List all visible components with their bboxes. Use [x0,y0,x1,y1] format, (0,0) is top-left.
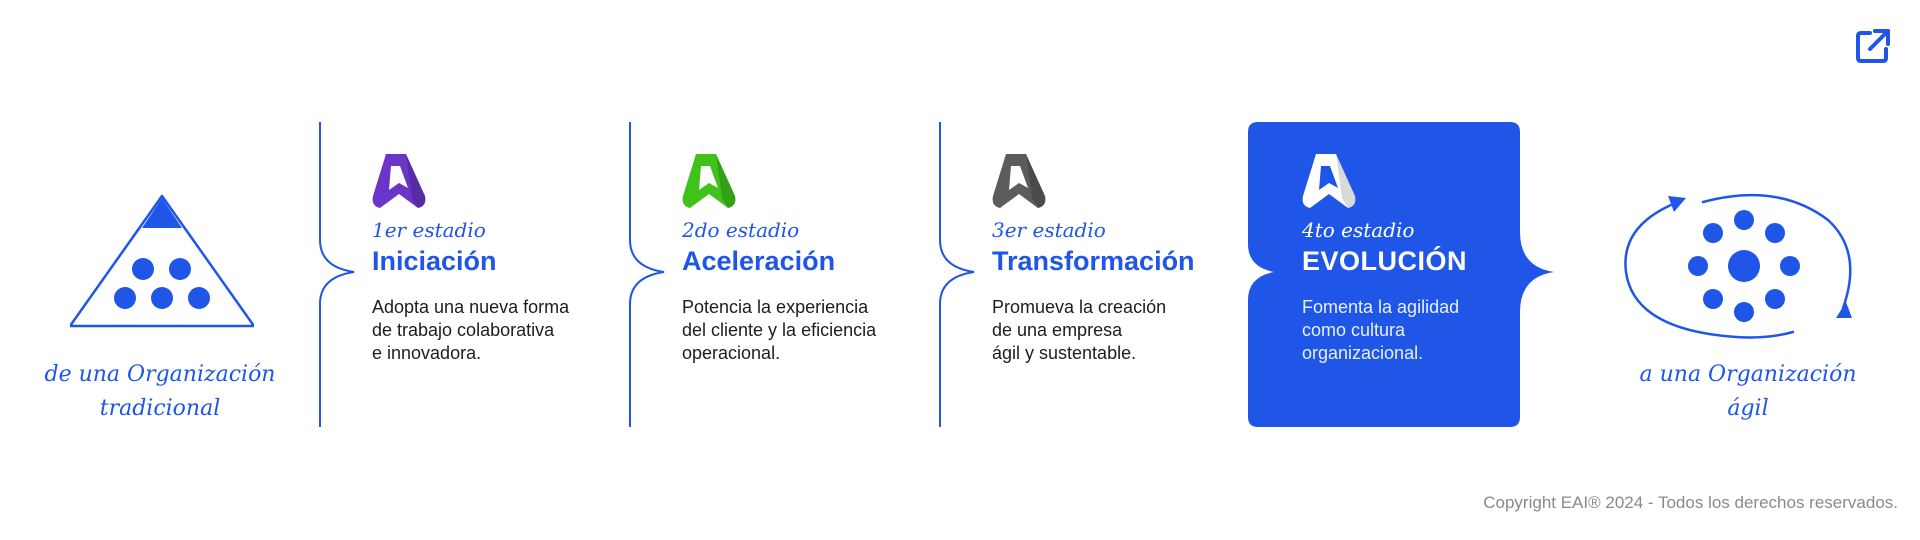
pyramid-org-icon [70,194,254,328]
stage-desc-line: de una empresa [992,320,1123,340]
stage-logo-icon [992,152,1046,210]
stage-number: 2do estadio [682,218,800,242]
stage-iniciacion: 1er estadio Iniciación Adopta una nueva … [318,122,618,427]
stage-desc-line: Potencia la experiencia [682,297,869,317]
stage-desc-line: Promueva la creación [992,297,1167,317]
agile-cluster-icon [1624,193,1852,339]
stage-desc-line: Fomenta la agilidad [1302,297,1460,317]
stage-desc-line: ágil y sustentable. [992,343,1137,363]
from-org-label-line2: tradicional [99,396,221,421]
to-org-label-line2: ágil [1727,396,1769,421]
stage-title: EVOLUCIÓN [1302,246,1468,276]
stage-divider-brace [318,122,358,427]
stage-desc-line: del cliente y la eficiencia [682,320,877,340]
stage-desc-line: organizacional. [1302,343,1424,363]
stage-logo-icon [682,152,736,210]
external-link-icon [1856,29,1890,63]
stage-description: Fomenta la agilidad como cultura organiz… [1302,296,1552,365]
stage-evolucion-card: 4to estadio EVOLUCIÓN Fomenta la agilida… [1248,122,1560,427]
from-traditional-org: de una Organización tradicional [40,190,280,430]
to-org-label: a una Organización ágil [1628,358,1868,426]
stage-title: Iniciación [372,246,497,276]
stage-desc-line: Adopta una nueva forma [372,297,570,317]
copyright-footer: Copyright EAI® 2024 - Todos los derechos… [1483,493,1898,512]
stage-title: Aceleración [682,246,836,276]
stage-aceleracion: 2do estadio Aceleración Potencia la expe… [628,122,928,427]
stage-desc-line: e innovadora. [372,343,482,363]
stage-number: 4to estadio [1302,218,1415,242]
stage-description: Promueva la creación de una empresa ágil… [992,296,1242,365]
stage-number: 1er estadio [372,218,486,242]
stage-logo-icon [1302,152,1356,210]
highlight-card-background [1248,122,1560,427]
stage-desc-line: operacional. [682,343,781,363]
open-external-link-button[interactable] [1853,26,1893,66]
stage-title: Transformación [992,246,1195,276]
stage-transformacion: 3er estadio Transformación Promueva la c… [938,122,1238,427]
stage-description: Potencia la experiencia del cliente y la… [682,296,932,365]
from-org-label: de una Organización tradicional [40,358,280,426]
stage-number: 3er estadio [992,218,1106,242]
stage-divider-brace [938,122,978,427]
stage-description: Adopta una nueva forma de trabajo colabo… [372,296,622,365]
stage-desc-line: como cultura [1302,320,1406,340]
to-agile-org: a una Organización ágil [1618,190,1878,430]
stage-desc-line: de trabajo colaborativa [372,320,555,340]
stage-divider-brace [628,122,668,427]
to-org-label-line1: a una Organización [1639,362,1857,387]
from-org-label-line1: de una Organización [44,362,276,387]
stage-logo-icon [372,152,426,210]
